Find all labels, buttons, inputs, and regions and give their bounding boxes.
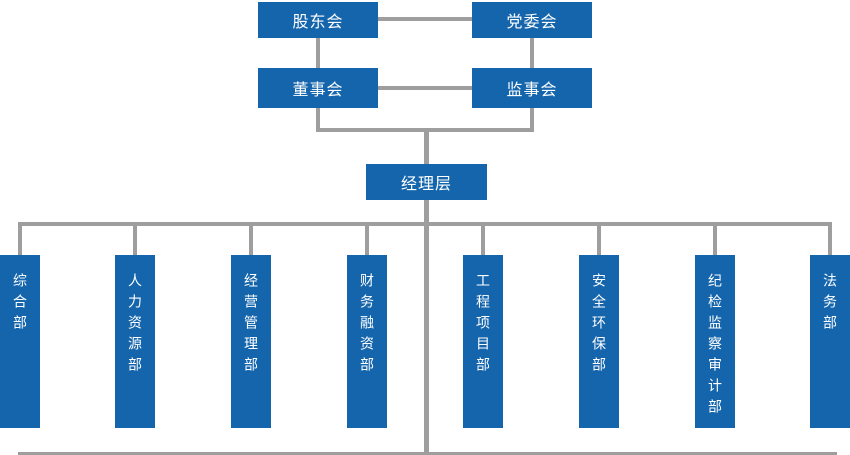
- dept-general-label: 综合部: [12, 273, 28, 336]
- dept-legal-affairs: 法务部: [810, 255, 850, 428]
- connector-distribution-horizontal: [18, 222, 832, 226]
- dept-engineering-project: 工程项目部: [463, 255, 503, 428]
- dept-finance-financing: 财务融资部: [347, 255, 387, 428]
- connector-bracket-horizontal: [316, 128, 534, 132]
- connector-stub-engineering: [481, 226, 485, 255]
- dept-human-resources: 人力资源部: [115, 255, 155, 428]
- dept-legal-affairs-label: 法务部: [822, 273, 838, 336]
- dept-engineering-project-label: 工程项目部: [475, 273, 491, 378]
- connector-stub-general: [18, 226, 22, 255]
- connector-stub-safety: [597, 226, 601, 255]
- connector-stub-legal: [828, 226, 832, 255]
- node-supervisory-board-label: 监事会: [506, 82, 558, 99]
- connector-stub-finance: [365, 226, 369, 255]
- connector-directors-drop: [316, 108, 320, 132]
- dept-safety-environment-label: 安全环保部: [591, 273, 607, 378]
- node-shareholders-meeting-label: 股东会: [292, 14, 344, 31]
- connector-bottom-horizontal: [18, 452, 837, 455]
- connector-level1-horizontal: [378, 17, 472, 21]
- connector-shareholders-to-directors: [316, 38, 320, 68]
- connector-stub-hr: [133, 226, 137, 255]
- node-party-committee-label: 党委会: [506, 14, 558, 31]
- dept-discipline-supervision-audit: 纪检监察审计部: [695, 255, 735, 428]
- node-supervisory-board: 监事会: [472, 68, 592, 108]
- node-board-of-directors: 董事会: [258, 68, 378, 108]
- dept-operation-management: 经营管理部: [231, 255, 271, 428]
- node-management-level: 经理层: [366, 164, 487, 200]
- node-board-of-directors-label: 董事会: [292, 82, 344, 99]
- dept-general: 综合部: [0, 255, 40, 428]
- connector-party-to-supervisory: [530, 38, 534, 68]
- node-management-level-label: 经理层: [400, 176, 452, 193]
- connector-trunk-lower: [424, 200, 429, 452]
- connector-level2-horizontal: [378, 86, 472, 90]
- dept-operation-management-label: 经营管理部: [243, 273, 259, 378]
- connector-supervisory-drop: [530, 108, 534, 132]
- connector-stub-operation: [249, 226, 253, 255]
- dept-safety-environment: 安全环保部: [579, 255, 619, 428]
- connector-trunk-upper: [424, 132, 429, 164]
- connector-stub-discipline: [713, 226, 717, 255]
- node-party-committee: 党委会: [472, 2, 592, 38]
- dept-finance-financing-label: 财务融资部: [359, 273, 375, 378]
- dept-human-resources-label: 人力资源部: [127, 273, 143, 378]
- node-shareholders-meeting: 股东会: [258, 2, 378, 38]
- dept-discipline-supervision-audit-label: 纪检监察审计部: [707, 273, 723, 420]
